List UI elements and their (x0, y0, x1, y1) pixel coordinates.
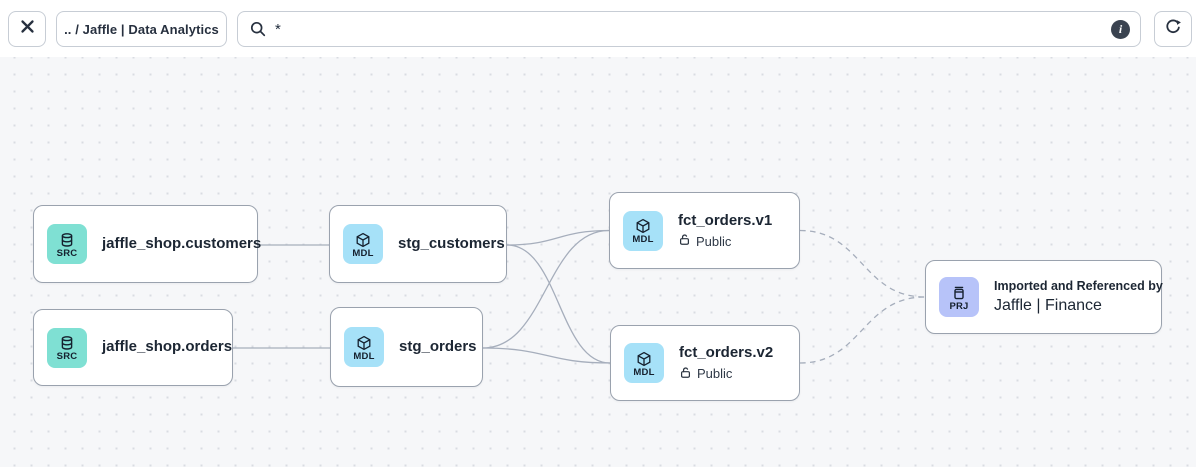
edge-stgcustomers-fctv1 (506, 229, 610, 246)
node-stg-customers[interactable]: MDL stg_customers (329, 205, 507, 283)
edge-fctv2-project (799, 296, 926, 364)
badge-label: PRJ (949, 300, 969, 312)
edge-stgorders-fctv2 (482, 347, 611, 364)
badge-label: MDL (633, 366, 655, 378)
edge-stgorders-fctv1 (482, 229, 610, 349)
model-icon: MDL (623, 210, 663, 251)
info-icon[interactable]: i (1111, 19, 1130, 39)
breadcrumb-label: .. / Jaffle | Data Analytics (64, 21, 219, 37)
node-title: jaffle_shop.customers (102, 234, 262, 252)
badge-label: MDL (352, 247, 374, 259)
node-title: stg_orders (399, 337, 477, 355)
source-icon: SRC (47, 224, 87, 264)
search-input[interactable] (275, 20, 1111, 38)
model-icon: MDL (344, 327, 384, 367)
node-jaffle-shop-orders[interactable]: SRC jaffle_shop.orders (33, 309, 233, 386)
access-label: Public (696, 233, 732, 249)
node-title: fct_orders.v1 (678, 211, 773, 229)
edge-layer (233, 229, 926, 364)
node-title: fct_orders.v2 (679, 344, 774, 362)
close-button[interactable] (8, 11, 46, 47)
lock-open-icon (679, 366, 692, 382)
node-title: stg_customers (398, 234, 505, 252)
node-title: jaffle_shop.orders (102, 338, 233, 356)
refresh-button[interactable] (1154, 11, 1192, 47)
node-fct-orders-v2[interactable]: MDL fct_orders.v2 Public (610, 325, 800, 401)
search-box[interactable]: i (237, 11, 1141, 47)
toolbar: .. / Jaffle | Data Analytics i (0, 0, 1196, 57)
badge-label: MDL (353, 350, 375, 362)
edge-fctv1-project (799, 229, 926, 298)
source-icon: SRC (47, 327, 87, 368)
project-icon: PRJ (939, 277, 979, 317)
refresh-icon (1164, 18, 1182, 41)
lock-open-icon (678, 233, 691, 249)
node-fct-orders-v1[interactable]: MDL fct_orders.v1 Public (609, 192, 800, 269)
badge-label: MDL (632, 234, 654, 246)
node-stg-orders[interactable]: MDL stg_orders (330, 307, 483, 387)
edge-stgcustomers-fctv2 (506, 244, 611, 364)
breadcrumb[interactable]: .. / Jaffle | Data Analytics (56, 11, 227, 47)
node-subtitle: Imported and Referenced by (994, 278, 1163, 293)
access-label: Public (697, 366, 733, 382)
badge-label: SRC (56, 351, 78, 363)
node-jaffle-shop-customers[interactable]: SRC jaffle_shop.customers (33, 205, 262, 283)
badge-label: SRC (56, 247, 78, 259)
close-icon (20, 19, 35, 39)
model-icon: MDL (343, 224, 383, 264)
model-icon: MDL (624, 343, 664, 383)
lineage-canvas[interactable]: SRC jaffle_shop.customers SRC jaffle_sho… (0, 57, 1196, 467)
node-jaffle-finance-project[interactable]: PRJ Imported and Referenced by Jaffle | … (925, 260, 1163, 334)
node-title: Jaffle | Finance (994, 297, 1102, 315)
search-icon (250, 21, 266, 37)
